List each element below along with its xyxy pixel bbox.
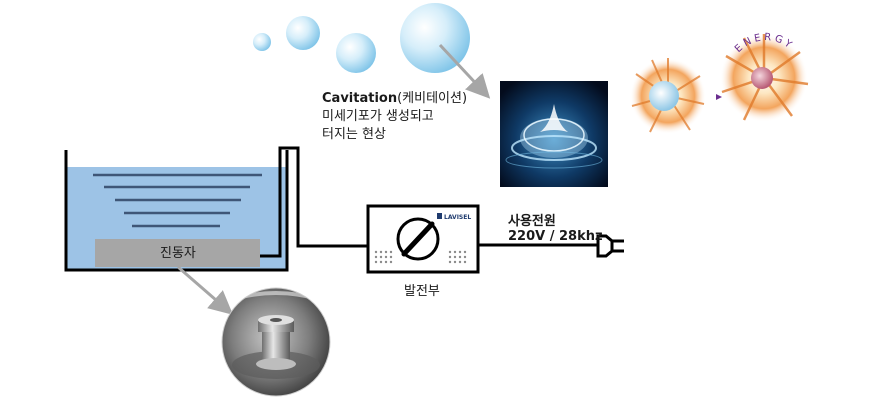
power-plug [596, 234, 624, 258]
transducer [95, 239, 260, 267]
bubble-3 [336, 33, 376, 73]
brand-logo: LAVISEL [444, 214, 471, 221]
bubble-2 [286, 16, 320, 50]
cavitation-title-en: Cavitation [322, 91, 398, 106]
power-label: 사용전원 [508, 214, 556, 229]
vent-holes-left [374, 250, 393, 264]
bubbles [253, 3, 470, 73]
bubble-1 [253, 33, 271, 51]
cavitation-title-ko: (케비테이션) [397, 91, 468, 106]
generator-label: 발전부 [404, 284, 440, 299]
bubble-4 [400, 3, 470, 73]
vent-holes-right [448, 250, 467, 264]
brand-logo-mark [437, 213, 442, 219]
cavitation-title: Cavitation(케비테이션) [322, 90, 467, 107]
power-spec: 220V / 28khz [508, 229, 603, 244]
cavitation-desc-line2: 터지는 현상 [322, 127, 386, 142]
bubble-burst-energy [720, 34, 809, 122]
transducer-to-photo-arrow [177, 265, 234, 315]
bubble-to-photo-arrow [438, 43, 491, 99]
cavitation-desc-line1: 미세기포가 생성되고 [322, 109, 434, 124]
bubble-burst-before [630, 58, 706, 134]
transducer-label: 진동자 [160, 246, 196, 261]
cavitation-photo [500, 81, 608, 187]
transducer-cable [260, 146, 368, 258]
energy-transition-arrow [716, 94, 722, 100]
cleaning-tank [64, 150, 289, 272]
transducer-photo [222, 288, 330, 396]
wave-lines [93, 173, 262, 228]
tank-wall [64, 150, 289, 272]
generator-unit: LAVISEL [366, 204, 480, 274]
